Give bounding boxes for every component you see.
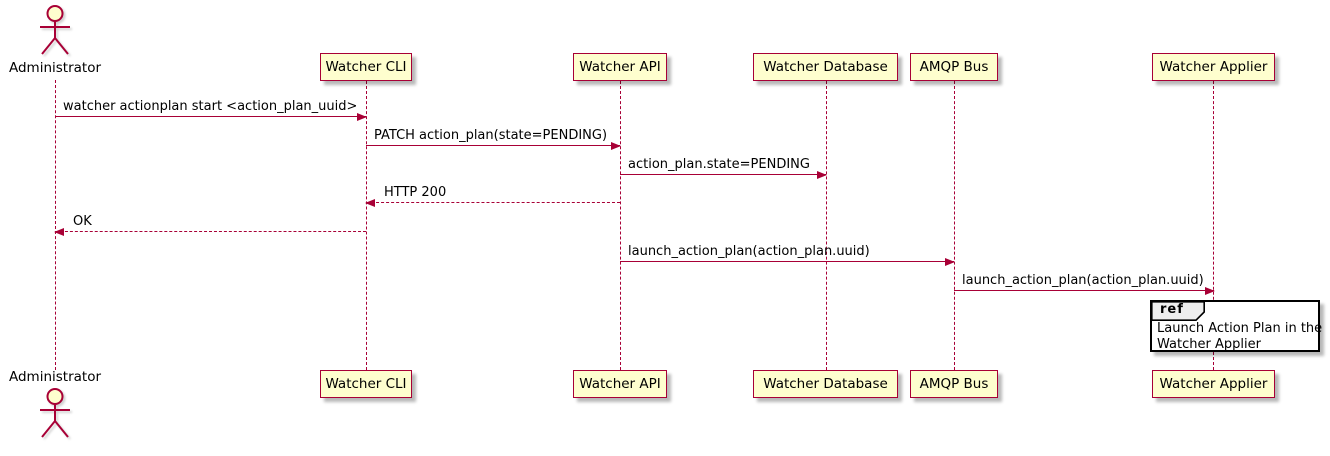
ref-fragment: ref Launch Action Plan in the Watcher Ap… <box>1150 300 1322 353</box>
message-action-plan-state-pending: action_plan.state=PENDING <box>620 155 827 179</box>
message-label: HTTP 200 <box>384 185 447 200</box>
arrowhead-right-icon <box>945 257 955 266</box>
participant-watcher-database-bottom: Watcher Database <box>753 370 898 398</box>
lifeline-watcher-cli <box>365 81 367 370</box>
participant-watcher-database-top: Watcher Database <box>753 53 898 81</box>
lifeline-watcher-database <box>825 81 827 370</box>
actor-administrator-top: Administrator <box>7 4 103 76</box>
participant-watcher-api-top: Watcher API <box>573 53 667 81</box>
ref-tab: ref <box>1151 301 1205 321</box>
message-label: action_plan.state=PENDING <box>628 157 810 172</box>
message-label: launch_action_plan(action_plan.uuid) <box>628 244 870 259</box>
arrow-line <box>365 198 620 207</box>
message-launch-action-plan-amqp: launch_action_plan(action_plan.uuid) <box>620 242 955 266</box>
message-start-actionplan: watcher actionplan start <action_plan_uu… <box>55 97 367 121</box>
arrow-line <box>620 257 955 266</box>
arrow-line <box>55 112 367 121</box>
participant-amqp-bus-top: AMQP Bus <box>910 53 998 81</box>
participant-label: Watcher CLI <box>325 376 407 392</box>
message-label: OK <box>73 214 92 229</box>
participant-watcher-api-bottom: Watcher API <box>573 370 667 398</box>
actor-administrator-bottom: Administrator <box>7 369 103 441</box>
participant-amqp-bus-bottom: AMQP Bus <box>910 370 998 398</box>
actor-icon <box>40 5 70 55</box>
arrow-line <box>54 227 366 236</box>
message-launch-action-plan-applier: launch_action_plan(action_plan.uuid) <box>954 271 1215 295</box>
participant-watcher-cli-top: Watcher CLI <box>320 53 412 81</box>
arrow-line <box>366 141 621 150</box>
participant-label: Watcher CLI <box>325 59 407 75</box>
arrowhead-right-icon <box>357 112 367 121</box>
participant-watcher-applier-bottom: Watcher Applier <box>1152 370 1275 398</box>
participant-watcher-applier-top: Watcher Applier <box>1152 53 1275 81</box>
participant-label: Watcher Database <box>763 59 888 75</box>
participant-watcher-cli-bottom: Watcher CLI <box>320 370 412 398</box>
participant-label: AMQP Bus <box>919 376 989 392</box>
participant-label: Watcher API <box>579 376 661 392</box>
message-label: launch_action_plan(action_plan.uuid) <box>962 273 1204 288</box>
participant-label: Watcher Database <box>763 376 888 392</box>
message-patch-action-plan: PATCH action_plan(state=PENDING) <box>366 126 621 150</box>
actor-icon <box>40 388 70 438</box>
lifeline-administrator <box>54 80 56 370</box>
message-ok: OK <box>54 212 366 236</box>
actor-label: Administrator <box>8 60 102 76</box>
arrowhead-right-icon <box>1205 286 1215 295</box>
message-label: watcher actionplan start <action_plan_uu… <box>63 99 358 114</box>
lifeline-watcher-api <box>619 81 621 370</box>
ref-tab-shape <box>1151 301 1205 321</box>
arrowhead-right-icon <box>817 170 827 179</box>
arrow-line <box>954 286 1215 295</box>
ref-text-line2: Watcher Applier <box>1157 337 1261 352</box>
actor-label: Administrator <box>8 369 102 385</box>
arrowhead-left-icon <box>54 227 64 236</box>
participant-label: Watcher API <box>579 59 661 75</box>
participant-label: AMQP Bus <box>919 59 989 75</box>
message-http-200: HTTP 200 <box>365 183 620 207</box>
ref-keyword: ref <box>1160 302 1184 317</box>
ref-text-line1: Launch Action Plan in the <box>1157 321 1323 336</box>
arrow-line <box>620 170 827 179</box>
arrowhead-right-icon <box>611 141 621 150</box>
ref-text: Launch Action Plan in the Watcher Applie… <box>1157 321 1322 353</box>
participant-label: Watcher Applier <box>1159 59 1268 75</box>
message-label: PATCH action_plan(state=PENDING) <box>374 128 608 143</box>
participant-label: Watcher Applier <box>1159 376 1268 392</box>
lifeline-amqp-bus <box>953 81 955 370</box>
lifeline-watcher-applier <box>1213 81 1214 370</box>
arrowhead-left-icon <box>365 198 375 207</box>
